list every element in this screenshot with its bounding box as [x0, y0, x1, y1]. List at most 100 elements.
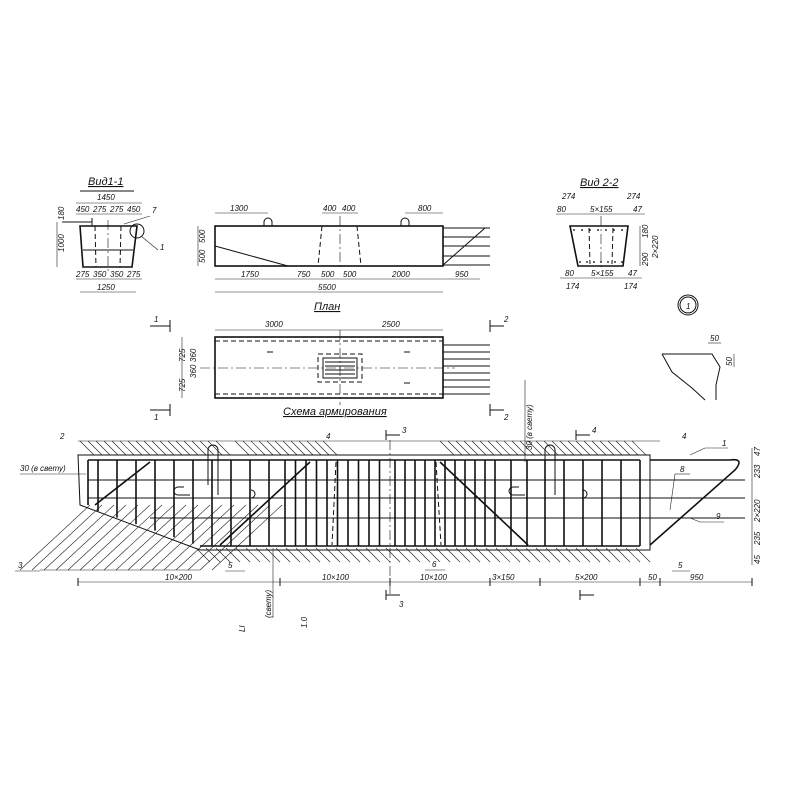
hatch-line — [234, 440, 250, 456]
dim-1250: 1250 — [97, 283, 115, 292]
dim-5x155: 5×155 — [590, 205, 613, 214]
view-2-2-title: Вид 2-2 — [580, 177, 619, 189]
dim-1300: 1300 — [230, 204, 248, 213]
dim-360: 360 — [189, 364, 198, 378]
dim-274: 274 — [626, 192, 641, 201]
dim-10x100: 10×100 — [420, 573, 447, 582]
misc-label: Ll — [238, 626, 247, 632]
dim-275: 275 — [75, 270, 90, 279]
hatch-line — [175, 504, 247, 571]
position-1: 1 — [722, 439, 726, 448]
rebar-dot — [589, 229, 591, 231]
view-1-1-title: Вид1-1 — [88, 176, 123, 188]
position-4: 4 — [592, 426, 597, 435]
hatch-line — [527, 440, 543, 456]
hatch-line — [559, 440, 575, 456]
hatch-line — [55, 504, 127, 571]
position-4: 4 — [326, 432, 331, 441]
view-1-1: Вид1-1 1450 450 275 275 450 180 1000 7 1… — [56, 176, 164, 293]
dim-450: 450 — [76, 205, 90, 214]
hatch-line — [471, 440, 487, 456]
section-mark-1: 1 — [154, 315, 158, 324]
hatch-line — [187, 504, 259, 571]
hatch-line — [199, 440, 215, 456]
dim-47: 47 — [633, 205, 642, 214]
hatch-line — [135, 440, 151, 456]
plan-title: План — [314, 301, 340, 313]
reinforcement-scheme: 2 4 3 4 4 1 8 9 3 5 6 5 30 (в свету) 30 … — [15, 380, 762, 632]
hatch-line — [623, 440, 639, 456]
position-5: 5 — [678, 561, 683, 570]
hatch-line — [151, 504, 223, 571]
hatch-line — [163, 504, 235, 571]
dim-174: 174 — [566, 282, 580, 291]
hatch-line — [79, 440, 95, 456]
hatch-line — [167, 440, 183, 456]
hatch-line — [599, 440, 615, 456]
dim-47: 47 — [753, 447, 762, 456]
hatch-line — [274, 440, 290, 456]
hatch-line — [567, 440, 583, 456]
dim-47: 47 — [628, 269, 637, 278]
dim-500: 500 — [321, 270, 335, 279]
hatch-line — [95, 440, 111, 456]
hatch-line — [175, 440, 191, 456]
dim-500: 500 — [343, 270, 357, 279]
rebar-dot — [586, 261, 588, 263]
hatch-line — [67, 504, 139, 571]
dim-180: 180 — [57, 206, 66, 220]
clear-cover-top: 30 (в свету) — [525, 404, 534, 450]
hatch-line — [183, 440, 199, 456]
hatch-line — [591, 440, 607, 456]
scheme-title: Схема армирования — [283, 406, 387, 418]
dim-350: 350 — [110, 270, 124, 279]
rebar-dot — [573, 229, 575, 231]
hatch-line — [115, 504, 187, 571]
position-3: 3 — [18, 561, 23, 570]
hatch-line — [290, 440, 306, 456]
hatch-line — [439, 440, 455, 456]
section-mark-2: 2 — [503, 315, 509, 324]
hatch-line — [91, 504, 163, 571]
position-5: 5 — [228, 561, 233, 570]
dim-2x220: 2×220 — [651, 235, 660, 259]
dim-290: 290 — [641, 252, 650, 267]
rebar-dot — [621, 229, 623, 231]
dim-400: 400 — [342, 204, 356, 213]
section-mark-3: 3 — [399, 600, 404, 609]
hatch-line — [447, 440, 463, 456]
hatch-line — [266, 440, 282, 456]
clear-cover-left: 30 (в свету) — [20, 464, 66, 473]
position-9: 9 — [716, 512, 721, 521]
section-mark-3: 3 — [402, 426, 407, 435]
rebar-dot — [607, 261, 609, 263]
dim-50: 50 — [725, 357, 734, 366]
hatch-line — [543, 440, 559, 456]
detail-callout-circle — [129, 223, 145, 239]
dim-500: 500 — [198, 249, 207, 263]
clear-cover-bottom: (свету) — [264, 589, 273, 618]
dim-725: 725 — [178, 378, 187, 392]
dim-1000: 1000 — [57, 234, 66, 252]
dim-80: 80 — [565, 269, 574, 278]
hatch-line — [479, 440, 495, 456]
detail-1: 1 50 50 — [661, 294, 735, 401]
dim-1450: 1450 — [97, 193, 115, 202]
hatch-line — [583, 440, 599, 456]
dim-5500: 5500 — [318, 283, 336, 292]
elevation-view: 1300 400 400 800 500 500 1750 750 500 50… — [197, 204, 490, 293]
hatch-line — [455, 440, 471, 456]
dim-5x155: 5×155 — [591, 269, 614, 278]
dim-950: 950 — [690, 573, 704, 582]
hatch-line — [322, 440, 338, 456]
dim-10x200: 10×200 — [165, 573, 192, 582]
dim-360: 360 — [189, 348, 198, 362]
rebar-dot — [613, 229, 615, 231]
rebar-dot — [581, 229, 583, 231]
hatch-line — [607, 440, 623, 456]
hatch-line — [242, 440, 258, 456]
rebar-dot — [600, 261, 602, 263]
hatch-line — [127, 440, 143, 456]
hatch-line — [519, 440, 535, 456]
rebar-dot — [593, 261, 595, 263]
